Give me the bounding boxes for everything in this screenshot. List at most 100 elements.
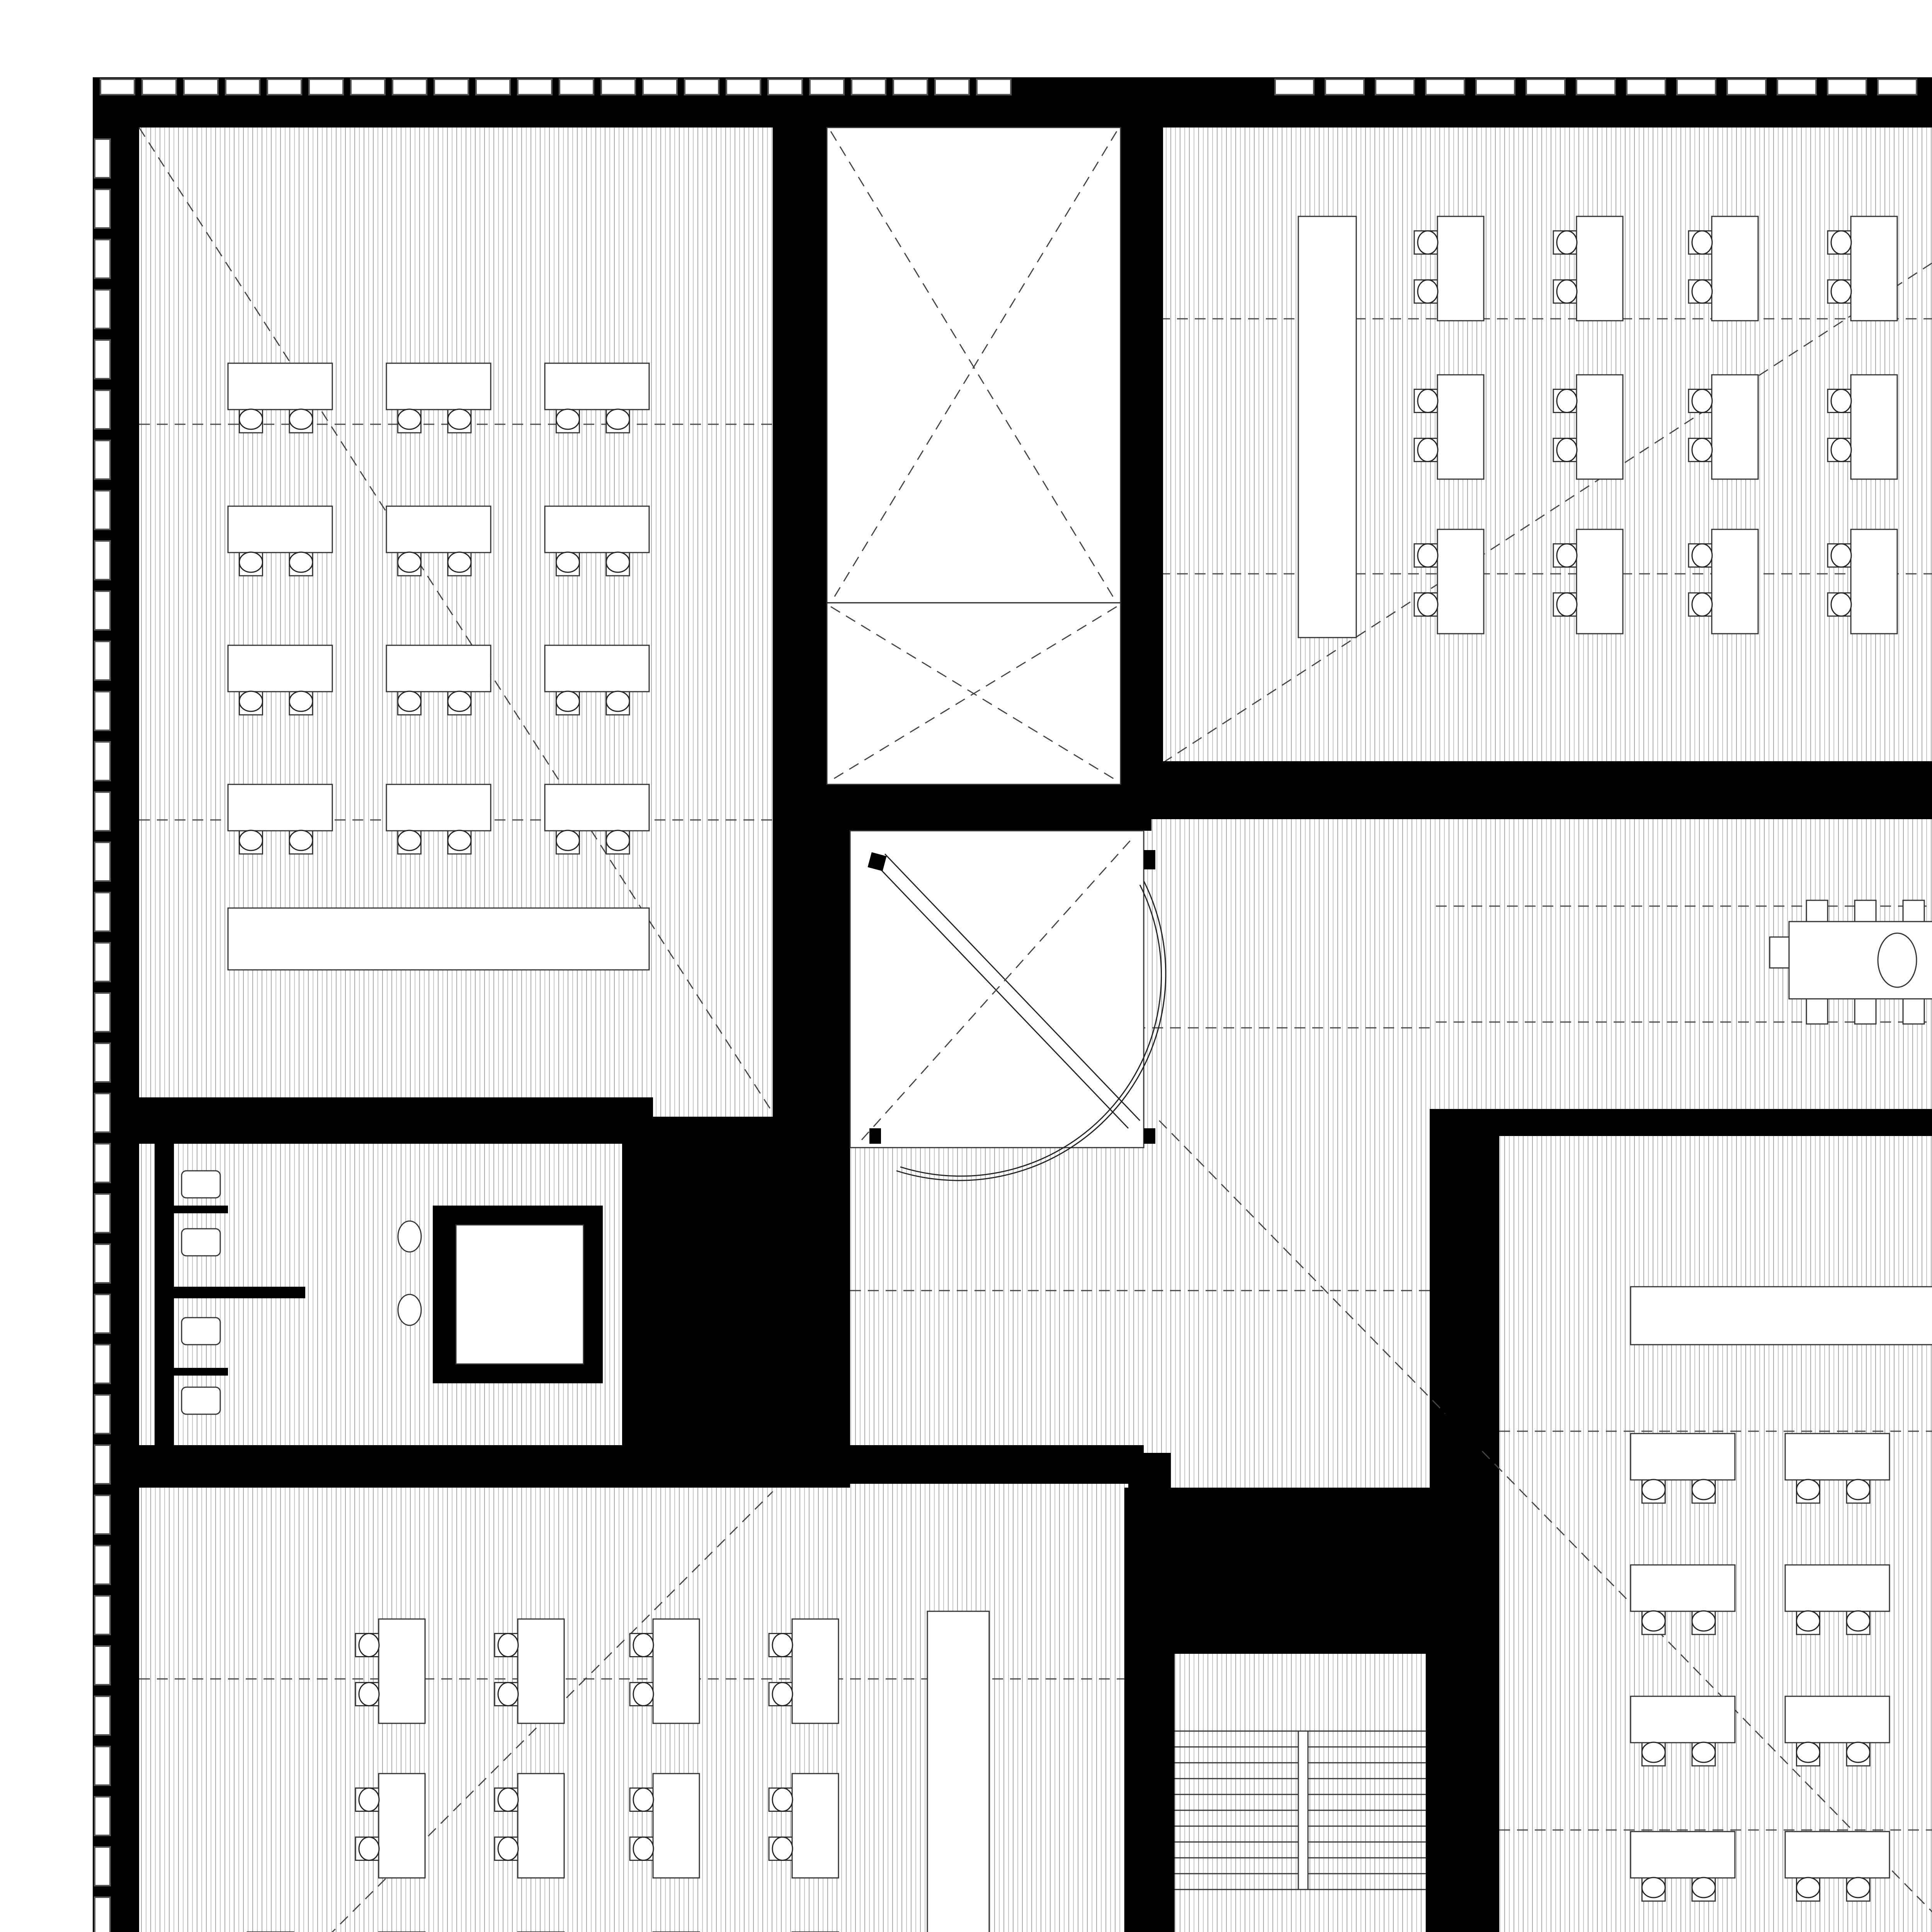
desk bbox=[227, 505, 333, 577]
central-stair-well bbox=[849, 830, 1155, 1148]
person-figure bbox=[1691, 1479, 1716, 1500]
person-figure bbox=[772, 1633, 793, 1657]
desk bbox=[1784, 1831, 1890, 1902]
desk bbox=[629, 1618, 700, 1724]
desk bbox=[1553, 529, 1624, 634]
person-figure bbox=[1691, 437, 1713, 462]
person-figure bbox=[1556, 389, 1578, 413]
person-figure bbox=[1796, 1610, 1820, 1632]
person-figure bbox=[633, 1836, 654, 1861]
desk bbox=[544, 645, 650, 716]
person-figure bbox=[605, 690, 630, 712]
person-figure bbox=[289, 408, 313, 430]
interior-walls bbox=[139, 128, 1932, 1932]
toilet bbox=[181, 1170, 221, 1199]
desk bbox=[1630, 1831, 1736, 1902]
meeting-table bbox=[1769, 900, 1932, 1025]
person-figure bbox=[1846, 1877, 1871, 1898]
person-figure bbox=[1691, 1610, 1716, 1632]
person-figure bbox=[1691, 1742, 1716, 1763]
person-figure bbox=[238, 408, 263, 430]
person-figure bbox=[1691, 389, 1713, 413]
person-figure bbox=[1556, 279, 1578, 304]
person-figure bbox=[1830, 279, 1852, 304]
desk bbox=[1688, 529, 1759, 634]
person-figure bbox=[1641, 1742, 1666, 1763]
person-figure bbox=[605, 551, 630, 573]
wall bbox=[139, 1097, 653, 1121]
person-figure bbox=[497, 1682, 519, 1706]
desk bbox=[386, 784, 492, 855]
desk bbox=[386, 645, 492, 716]
wall bbox=[1121, 128, 1163, 815]
person-figure bbox=[1417, 389, 1439, 413]
desk bbox=[1827, 374, 1898, 480]
person-figure bbox=[497, 1836, 519, 1861]
wc-block bbox=[139, 1144, 622, 1445]
person-figure bbox=[605, 830, 630, 851]
person-figure bbox=[555, 408, 580, 430]
wall bbox=[1128, 1453, 1171, 1932]
desk bbox=[355, 1618, 426, 1724]
desk bbox=[494, 1618, 565, 1724]
room-office-southeast bbox=[1499, 1132, 1932, 1932]
desk bbox=[386, 362, 492, 434]
person-figure bbox=[555, 830, 580, 851]
person-figure bbox=[1830, 592, 1852, 617]
window-bays bbox=[94, 78, 1917, 1932]
desk bbox=[1413, 374, 1485, 480]
desk bbox=[629, 1773, 700, 1879]
person-figure bbox=[1556, 592, 1578, 617]
person-figure bbox=[1417, 437, 1439, 462]
person-figure bbox=[772, 1836, 793, 1861]
person-figure bbox=[633, 1682, 654, 1706]
person-figure bbox=[497, 1787, 519, 1812]
person-figure bbox=[1796, 1742, 1820, 1763]
person-figure bbox=[238, 830, 263, 851]
person-figure bbox=[1846, 1610, 1871, 1632]
person-figure bbox=[1830, 389, 1852, 413]
person-figure bbox=[497, 1633, 519, 1657]
person-figure bbox=[1417, 230, 1439, 255]
person-figure bbox=[1417, 592, 1439, 617]
person-figure bbox=[1641, 1610, 1666, 1632]
desk bbox=[227, 645, 333, 716]
desks bbox=[227, 216, 1898, 1932]
person-figure bbox=[1417, 543, 1439, 568]
desk bbox=[544, 362, 650, 434]
desk bbox=[494, 1773, 565, 1879]
wall bbox=[1445, 1109, 1480, 1932]
person-figure bbox=[555, 690, 580, 712]
desk bbox=[768, 1773, 839, 1879]
person-figure bbox=[358, 1787, 380, 1812]
person-figure bbox=[358, 1682, 380, 1706]
wall bbox=[827, 804, 850, 1151]
wall bbox=[1121, 761, 1932, 804]
desk bbox=[386, 505, 492, 577]
desk bbox=[227, 784, 333, 855]
person-figure bbox=[1641, 1877, 1666, 1898]
person-figure bbox=[555, 551, 580, 573]
person-figure bbox=[605, 408, 630, 430]
person-figure bbox=[633, 1633, 654, 1657]
desk bbox=[1553, 374, 1624, 480]
person-figure bbox=[1556, 437, 1578, 462]
person-figure bbox=[1691, 592, 1713, 617]
spiral-stair-arc bbox=[896, 881, 1167, 1181]
person-figure bbox=[1691, 1877, 1716, 1898]
person-figure bbox=[358, 1633, 380, 1657]
desk bbox=[1630, 1564, 1736, 1635]
person-figure bbox=[397, 551, 422, 573]
desk bbox=[1784, 1433, 1890, 1504]
desk bbox=[1413, 529, 1485, 634]
person-figure bbox=[1641, 1479, 1666, 1500]
wall bbox=[1430, 1109, 1932, 1136]
south-stair bbox=[1175, 1654, 1426, 1932]
desk bbox=[544, 784, 650, 855]
person-figure bbox=[1556, 230, 1578, 255]
person-figure bbox=[1556, 543, 1578, 568]
desk bbox=[355, 1773, 426, 1879]
atrium-void bbox=[826, 127, 1121, 785]
person-figure bbox=[1691, 279, 1713, 304]
